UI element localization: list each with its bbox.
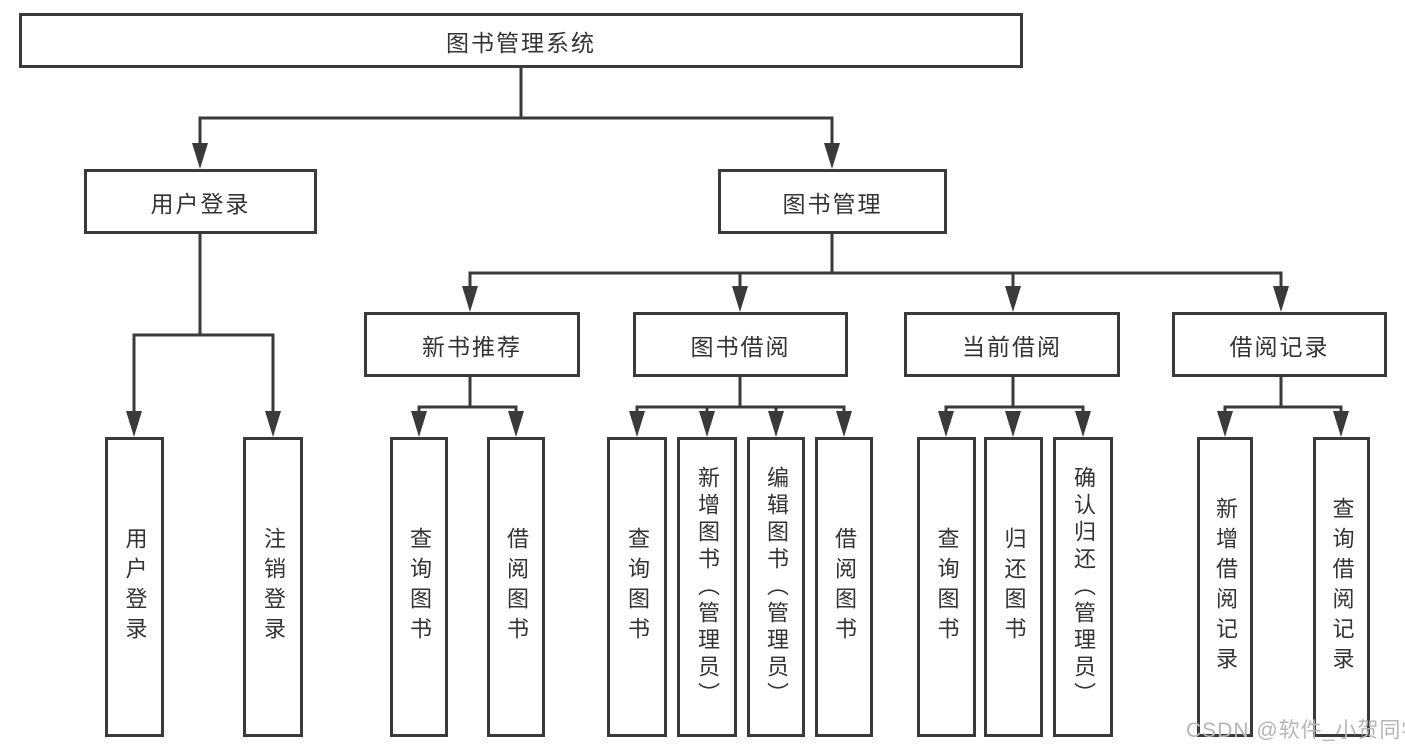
- leaf-query-books-recommend: 查询图书: [390, 437, 448, 737]
- leaf-label: 用户登录: [122, 527, 148, 647]
- node-current-borrow: 当前借阅: [904, 312, 1120, 377]
- node-borrow-records-label: 借阅记录: [1229, 333, 1330, 360]
- leaf-label: 归还图书: [1001, 527, 1027, 647]
- node-root: 图书管理系统: [19, 13, 1023, 68]
- node-borrow-records: 借阅记录: [1172, 312, 1387, 377]
- node-book-borrow: 图书借阅: [633, 312, 848, 377]
- node-current-borrow-label: 当前借阅: [962, 333, 1062, 360]
- leaf-label: 借阅图书: [504, 527, 529, 647]
- csdn-watermark: CSDN @软件_小贺同学: [1186, 719, 1405, 742]
- leaf-query-books-borrow: 查询图书: [607, 437, 667, 737]
- node-book-management-label: 图书管理: [782, 190, 883, 217]
- node-user-login-label: 用户登录: [150, 190, 251, 217]
- leaf-label: 借阅图书: [832, 527, 857, 647]
- leaf-label: 确认归还（管理员）: [1071, 465, 1096, 709]
- leaf-return-books: 归还图书: [984, 437, 1043, 737]
- node-book-management: 图书管理: [718, 169, 947, 234]
- node-root-label: 图书管理系统: [446, 29, 596, 56]
- leaf-add-borrow-record: 新增借阅记录: [1197, 437, 1253, 737]
- leaf-label: 新增图书（管理员）: [695, 465, 720, 709]
- node-user-login: 用户登录: [84, 169, 317, 234]
- leaf-label: 查询图书: [934, 527, 960, 647]
- leaf-logout: 注销登录: [243, 437, 303, 737]
- leaf-query-books-current: 查询图书: [917, 437, 976, 737]
- leaf-user-login: 用户登录: [105, 437, 164, 737]
- node-book-borrow-label: 图书借阅: [690, 333, 791, 360]
- leaf-label: 查询图书: [625, 527, 650, 647]
- leaf-label: 查询图书: [407, 527, 432, 647]
- leaf-label: 注销登录: [261, 527, 286, 647]
- leaf-query-borrow-record: 查询借阅记录: [1313, 437, 1370, 737]
- leaf-label: 编辑图书（管理员）: [764, 465, 789, 709]
- leaf-borrow-books: 借阅图书: [815, 437, 873, 737]
- leaf-borrow-books-recommend: 借阅图书: [487, 437, 545, 737]
- leaf-add-books-admin: 新增图书（管理员）: [677, 437, 737, 737]
- node-new-book-recommend-label: 新书推荐: [422, 333, 522, 360]
- leaf-confirm-return-admin: 确认归还（管理员）: [1053, 437, 1113, 737]
- leaf-label: 新增借阅记录: [1213, 497, 1238, 677]
- leaf-edit-books-admin: 编辑图书（管理员）: [747, 437, 805, 737]
- node-new-book-recommend: 新书推荐: [364, 312, 580, 377]
- leaf-label: 查询借阅记录: [1329, 497, 1355, 677]
